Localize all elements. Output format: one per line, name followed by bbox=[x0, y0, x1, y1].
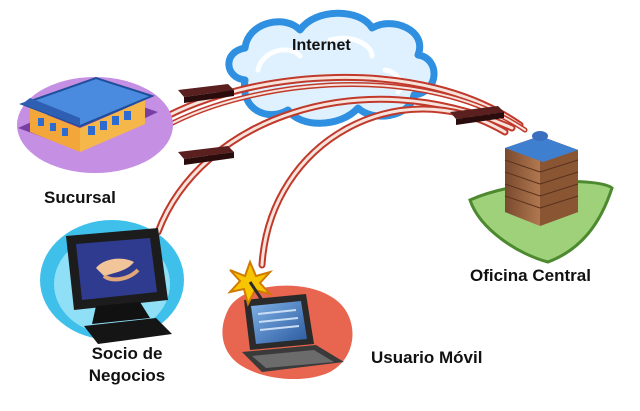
tunnel-sucursal-oficina bbox=[156, 74, 528, 133]
sucursal-label: Sucursal bbox=[44, 188, 116, 207]
router-icon bbox=[178, 84, 234, 103]
router-icon bbox=[450, 106, 504, 125]
socio-label-line2: Negocios bbox=[88, 366, 166, 385]
oficina-central-label: Oficina Central bbox=[470, 266, 591, 285]
laptop-icon bbox=[222, 259, 353, 380]
socio-label-line1: Socio de bbox=[91, 344, 163, 363]
partner-computer-icon bbox=[40, 220, 184, 344]
internet-label: Internet bbox=[292, 37, 351, 54]
office-tower-icon bbox=[468, 131, 614, 264]
router-icon bbox=[178, 146, 234, 165]
socio-negocios-label: Socio de Negocios bbox=[78, 343, 176, 387]
tunnel-socio-oficina bbox=[154, 95, 516, 236]
usuario-movil-label: Usuario Móvil bbox=[371, 348, 483, 367]
branch-building-icon bbox=[17, 76, 173, 173]
tunnel-usuario-oficina bbox=[258, 105, 509, 269]
